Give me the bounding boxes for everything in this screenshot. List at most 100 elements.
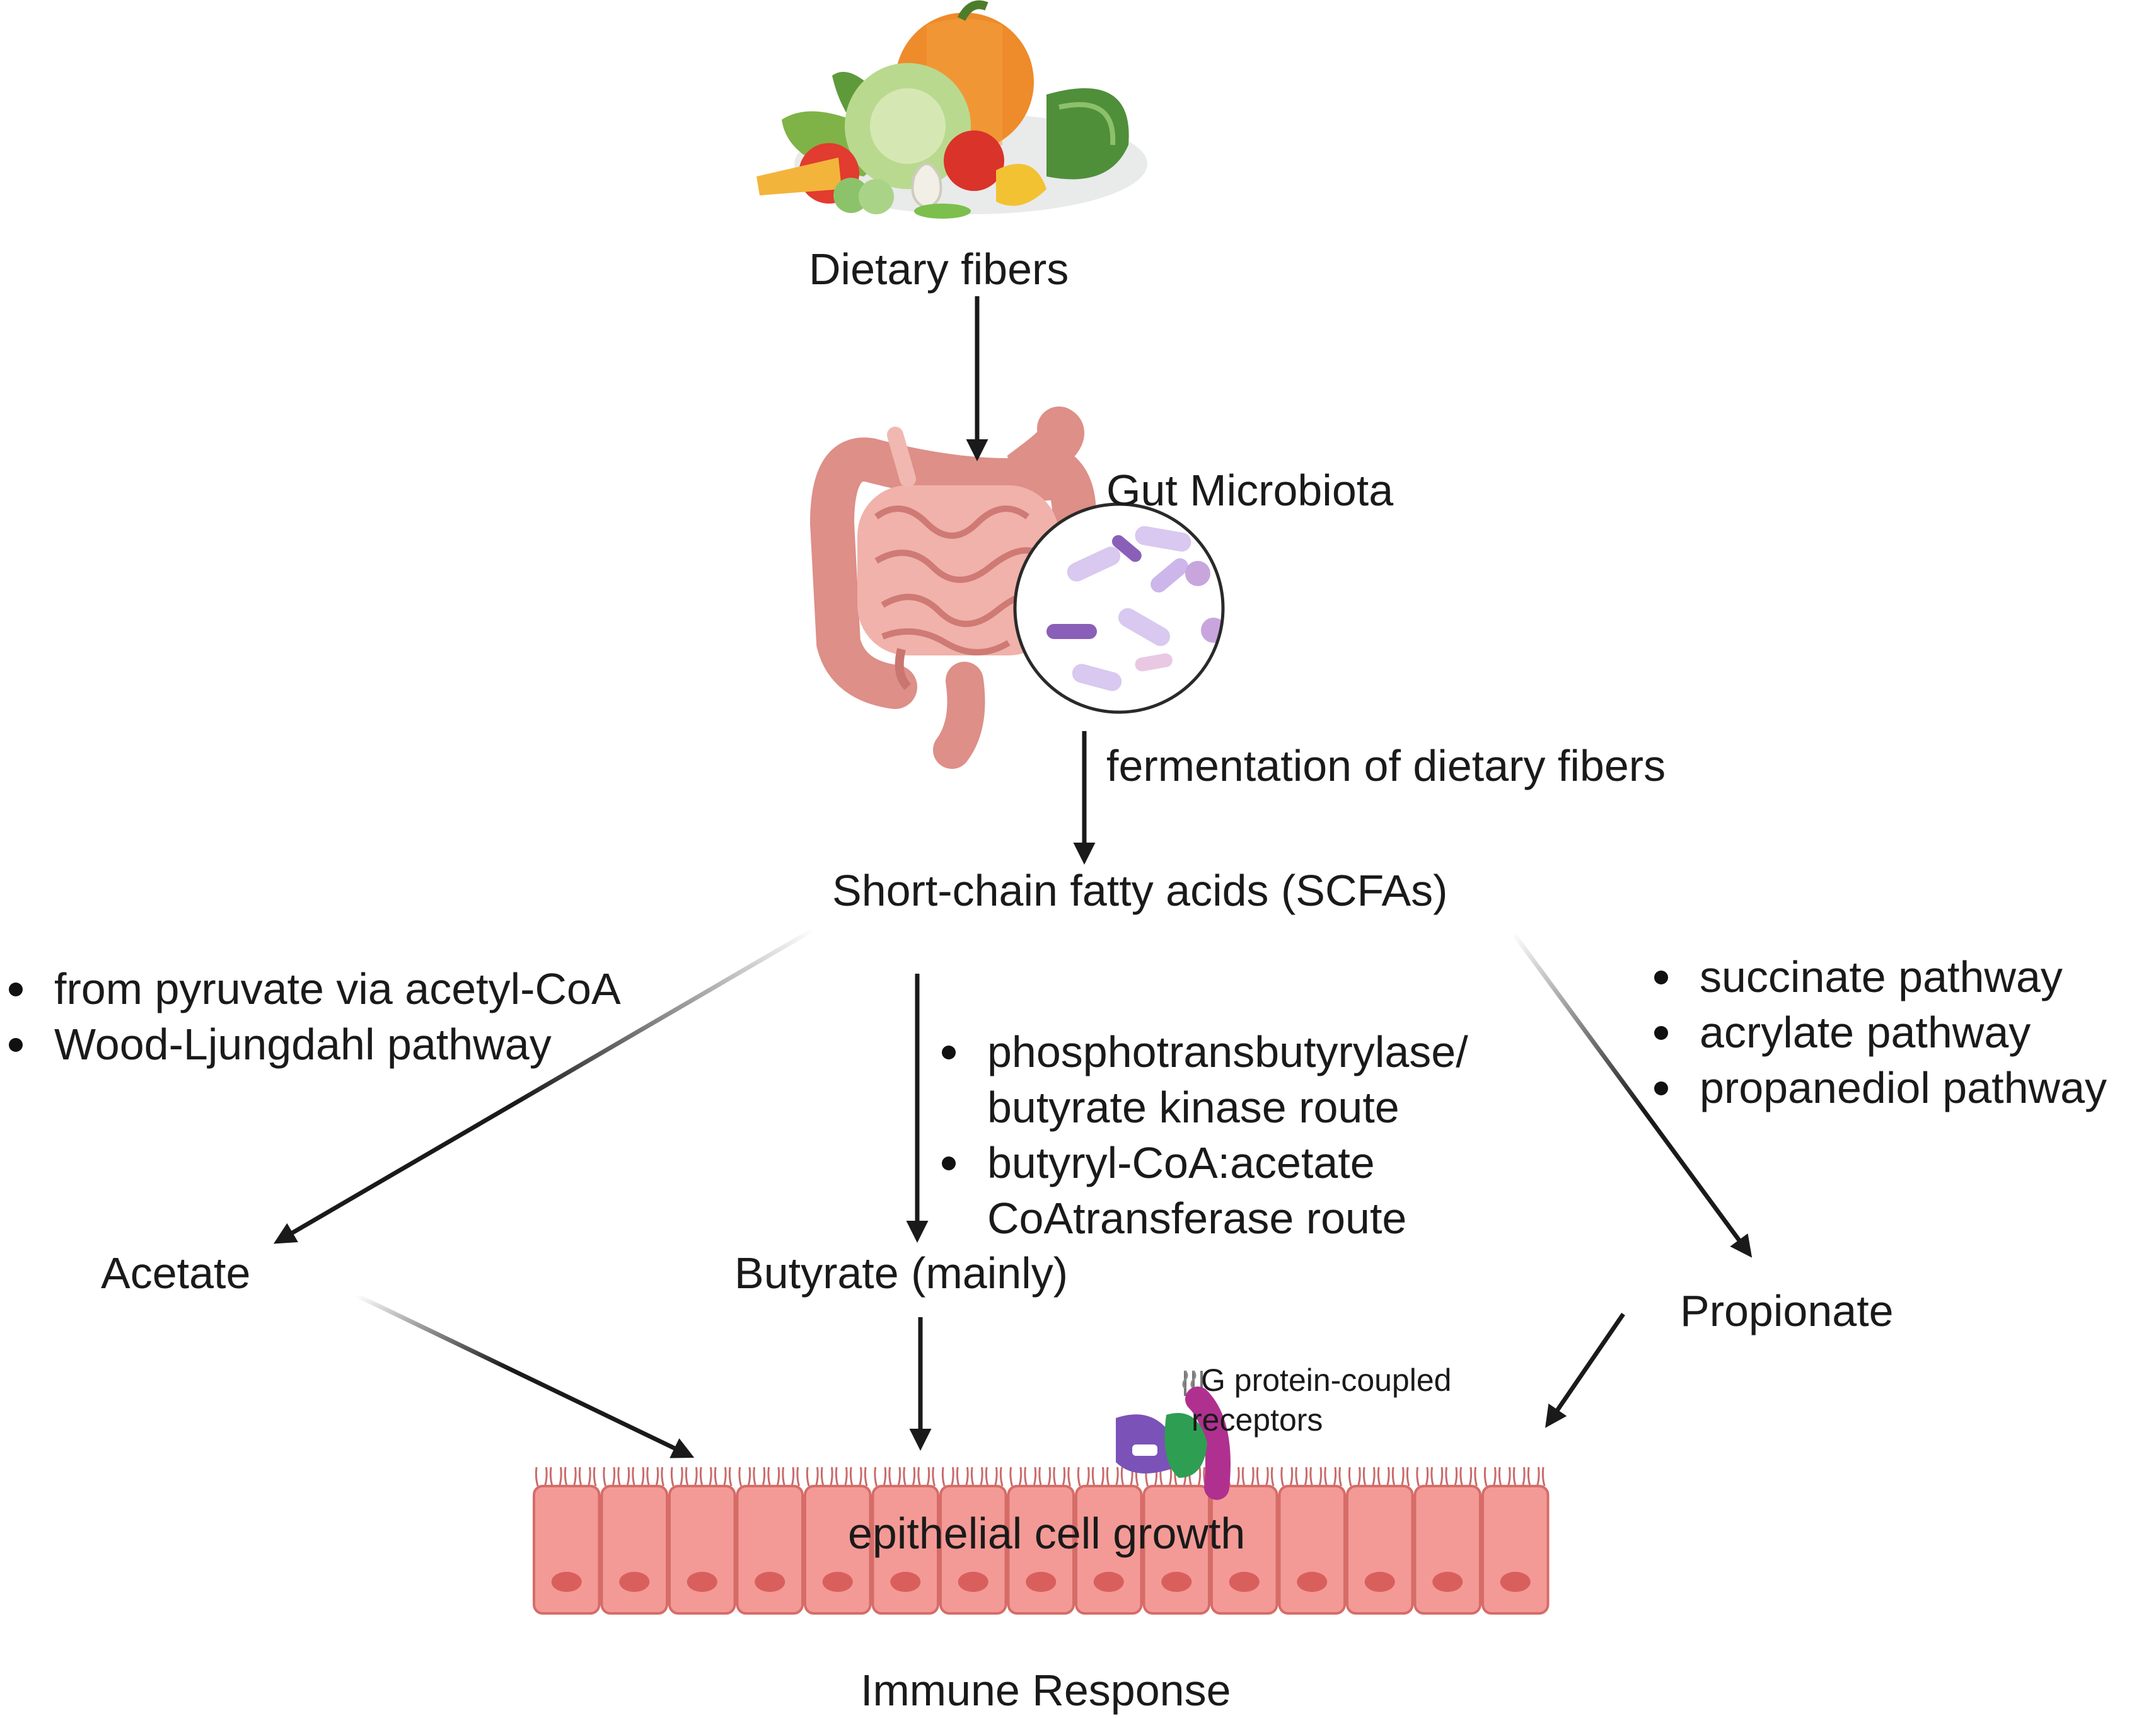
cilium <box>559 1467 562 1487</box>
cell-nucleus <box>619 1572 650 1592</box>
cilium <box>1338 1467 1342 1487</box>
cilium <box>1439 1467 1444 1487</box>
epithelial-cell <box>533 1485 601 1615</box>
cilium <box>941 1467 946 1487</box>
cilium <box>965 1467 969 1487</box>
acetate-pathway-list: from pyruvate via acetyl-CoA Wood-Ljungd… <box>0 961 621 1072</box>
cilium <box>738 1467 742 1487</box>
butyrate-pathway-item-continuation: CoAtransferase route <box>987 1194 1407 1243</box>
cilium <box>1468 1467 1473 1487</box>
cilium <box>791 1467 795 1487</box>
cilium <box>626 1467 630 1487</box>
cilium <box>617 1467 621 1487</box>
cilium <box>1295 1467 1299 1487</box>
cilium <box>903 1467 907 1487</box>
cilium <box>1018 1467 1023 1487</box>
cilium <box>1391 1467 1396 1487</box>
cilium <box>1454 1467 1458 1487</box>
cilium <box>573 1467 577 1487</box>
cilium <box>611 1467 616 1487</box>
gpcr-label-line2: receptors <box>1191 1402 1323 1438</box>
cilium <box>1357 1467 1361 1487</box>
cilium <box>1067 1467 1071 1487</box>
cilium <box>640 1467 645 1487</box>
cilium <box>1536 1467 1540 1487</box>
cilium <box>593 1467 597 1487</box>
epithelial-cell <box>871 1485 939 1615</box>
cilium <box>806 1467 810 1487</box>
cilium <box>655 1467 659 1487</box>
cilium <box>874 1467 878 1487</box>
cilium <box>1270 1467 1275 1487</box>
arrow-acetate-to-epithelium <box>355 1293 695 1458</box>
cilium <box>1086 1467 1090 1487</box>
acetate-pathway-item: from pyruvate via acetyl-CoA <box>0 961 621 1017</box>
cilium <box>1493 1467 1497 1487</box>
cilium <box>835 1467 839 1487</box>
cell-nucleus <box>687 1572 717 1592</box>
propionate-pathway-item: succinate pathway <box>1645 949 2107 1005</box>
cilium <box>588 1467 591 1487</box>
cilium <box>1024 1467 1028 1487</box>
acetate-pathway-item: Wood-Ljungdahl pathway <box>0 1017 621 1072</box>
cell-nucleus <box>1500 1572 1531 1592</box>
cilium <box>1459 1467 1463 1487</box>
cilium <box>1318 1467 1323 1487</box>
cilium <box>699 1467 704 1487</box>
cilium <box>820 1467 825 1487</box>
epithelial-cell <box>804 1485 872 1615</box>
cell-nucleus <box>1229 1572 1260 1592</box>
cilium <box>951 1467 954 1487</box>
epithelial-cell <box>1007 1485 1075 1615</box>
cilium <box>932 1467 936 1487</box>
cilium <box>535 1467 539 1487</box>
cilium <box>1416 1467 1420 1487</box>
epithelial-cell <box>1142 1485 1210 1615</box>
cell-nucleus <box>551 1572 582 1592</box>
cell-nucleus <box>1026 1572 1057 1592</box>
butyrate-label: Butyrate (mainly) <box>734 1248 1069 1298</box>
cilium <box>1236 1467 1240 1487</box>
cilium <box>1168 1467 1173 1487</box>
cilium <box>980 1467 983 1487</box>
cilium <box>670 1467 675 1487</box>
cilium <box>1009 1467 1013 1487</box>
epithelial-cell <box>600 1485 668 1615</box>
butyrate-pathway-item: butyryl-CoA:acetate <box>933 1135 1468 1190</box>
cilium <box>578 1467 582 1487</box>
cilium <box>849 1467 854 1487</box>
cilium <box>1256 1467 1260 1487</box>
cilium <box>864 1467 868 1487</box>
cilium <box>646 1467 650 1487</box>
cilium <box>1483 1467 1488 1487</box>
cilium <box>762 1467 766 1487</box>
scfas-label: Short-chain fatty acids (SCFAs) <box>832 866 1448 915</box>
epithelial-cell <box>1413 1485 1481 1615</box>
cilium <box>830 1467 833 1487</box>
cilium <box>1120 1467 1125 1487</box>
cilium <box>1541 1467 1546 1487</box>
cilium <box>1507 1467 1511 1487</box>
gpcr-receptor-icon <box>1116 1370 1231 1500</box>
cilium <box>1522 1467 1526 1487</box>
cilium <box>796 1467 800 1487</box>
cilium <box>603 1467 606 1487</box>
cilium <box>1386 1467 1390 1487</box>
cell-nucleus <box>958 1572 988 1592</box>
cilium <box>1053 1467 1057 1487</box>
epithelial-growth-label: epithelial cell growth <box>848 1509 1246 1558</box>
epithelial-cell <box>1278 1485 1346 1615</box>
cilium <box>1241 1467 1246 1487</box>
cilium <box>1251 1467 1255 1487</box>
cilium <box>564 1467 568 1487</box>
cilium <box>994 1467 998 1487</box>
cilium <box>888 1467 892 1487</box>
epithelial-cell <box>736 1485 804 1615</box>
cilium <box>1333 1467 1337 1487</box>
epithelial-cell <box>1346 1485 1414 1615</box>
cilium <box>1362 1467 1367 1487</box>
cilium <box>985 1467 989 1487</box>
gut-microbiota-label: Gut Microbiota <box>1106 466 1394 515</box>
cell-nucleus <box>1093 1572 1124 1592</box>
